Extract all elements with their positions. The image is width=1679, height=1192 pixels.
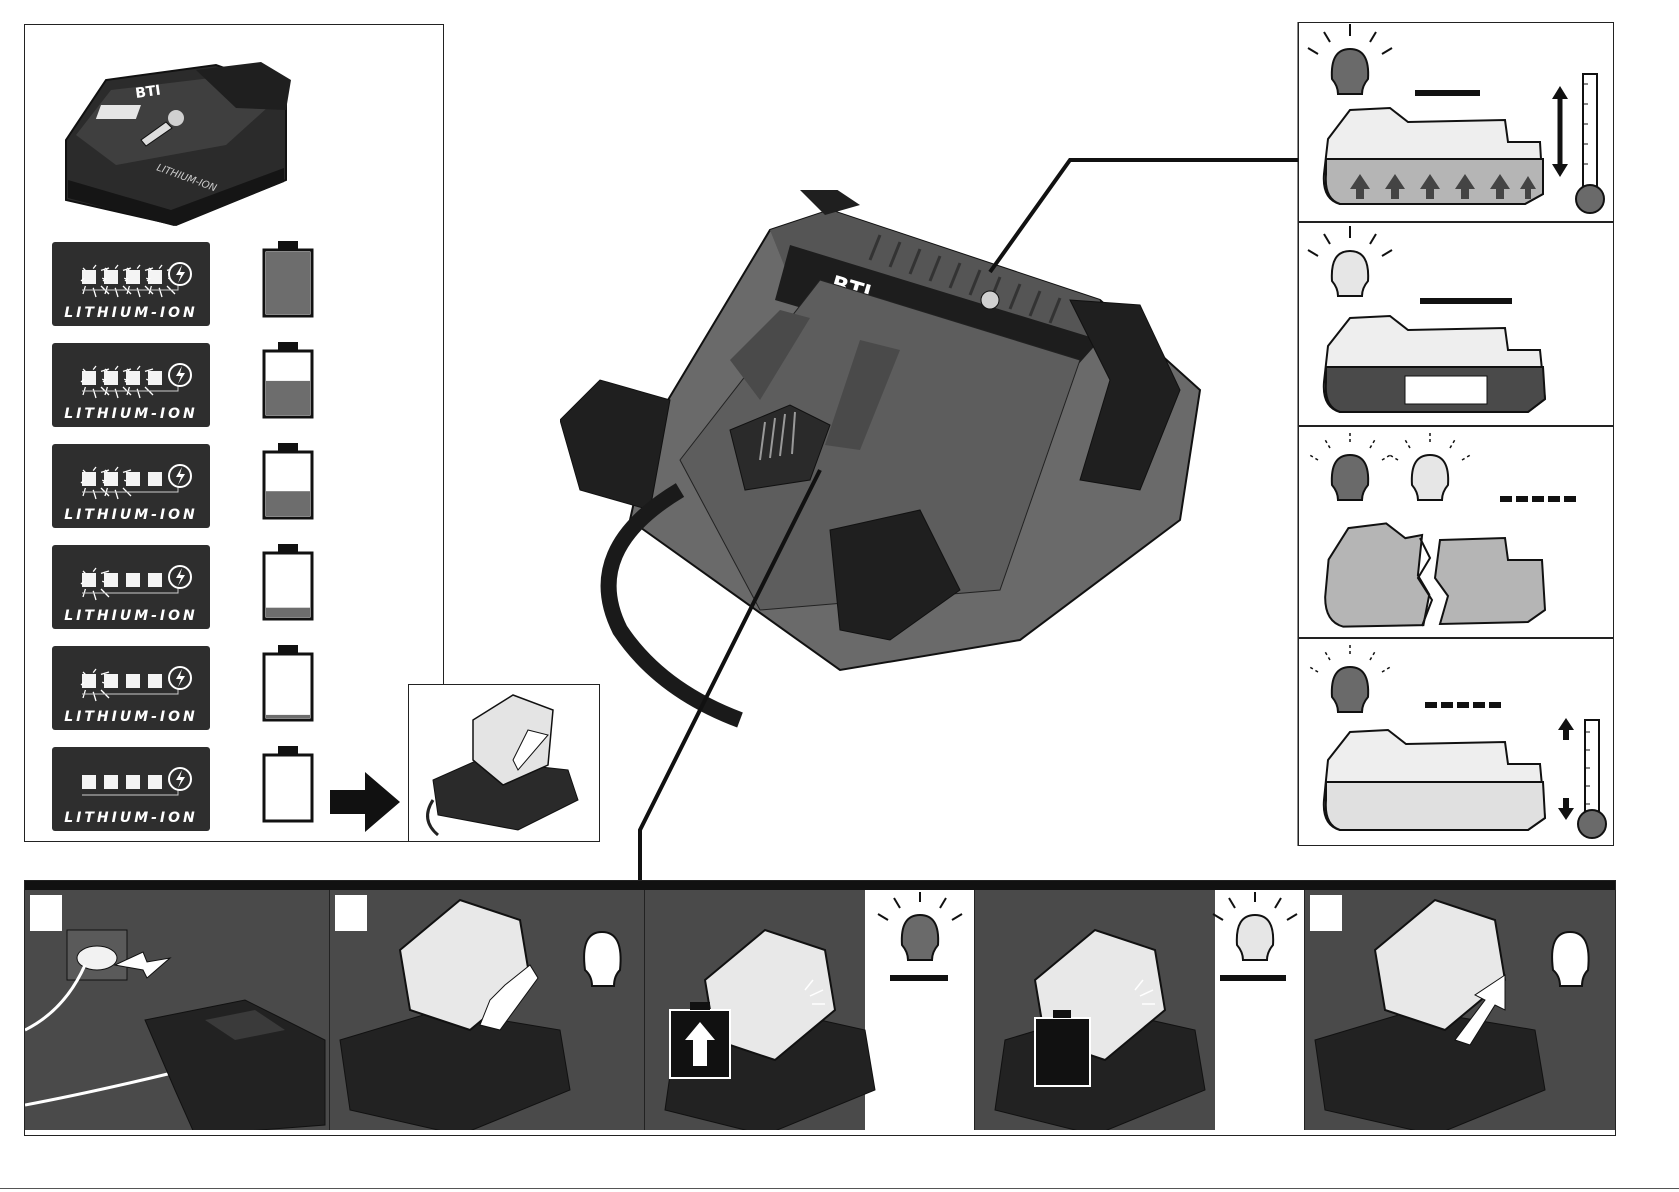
lamp-dark-flash-icon: [1308, 642, 1392, 712]
step-3-charging: [645, 890, 975, 1130]
lamp-light-lit-icon: [1308, 226, 1392, 296]
thermometer-icon: [1578, 720, 1606, 838]
lamp-light-flash-icon: [1388, 430, 1472, 500]
plug-in-illustration: [25, 890, 330, 1130]
state-charged-illustration: [1300, 224, 1612, 424]
lamp-off-icon: [1552, 932, 1589, 986]
step-4-charged: [975, 890, 1305, 1130]
battery-full-icon: [1035, 1010, 1090, 1086]
dashed-bar-icon: [1500, 496, 1576, 502]
thermometer-icon: [1576, 74, 1604, 213]
step-5-remove-battery: [1305, 890, 1615, 1130]
dashed-bar-icon: [1425, 702, 1501, 708]
step-2-insert-battery: [330, 890, 645, 1130]
battery-charging-icon: [670, 1002, 730, 1078]
remove-battery-illustration: [1305, 890, 1615, 1130]
arrow-down-icon: [1558, 798, 1574, 820]
state-hotcold-illustration: [1300, 640, 1612, 844]
steady-bar-icon: [890, 975, 948, 981]
lamp-dark-flash-icon: [1308, 430, 1392, 500]
steady-bar-icon: [1415, 90, 1480, 96]
lamp-dark-lit-icon: [1308, 24, 1392, 94]
state-defective-illustration: [1300, 428, 1612, 636]
steady-bar-icon: [1420, 298, 1512, 304]
step-1-plug-in: [25, 890, 330, 1130]
lamp-off-icon: [584, 932, 621, 986]
charging-illustration: [645, 890, 975, 1130]
page-footer-rule: [0, 1188, 1679, 1189]
state-temp-illustration: [1300, 24, 1612, 220]
steady-bar-icon: [1220, 975, 1286, 981]
up-down-arrow-icon: [1552, 86, 1568, 177]
charged-illustration: [975, 890, 1305, 1130]
arrow-up-icon: [1558, 718, 1574, 740]
insert-battery-illustration: [330, 890, 645, 1130]
